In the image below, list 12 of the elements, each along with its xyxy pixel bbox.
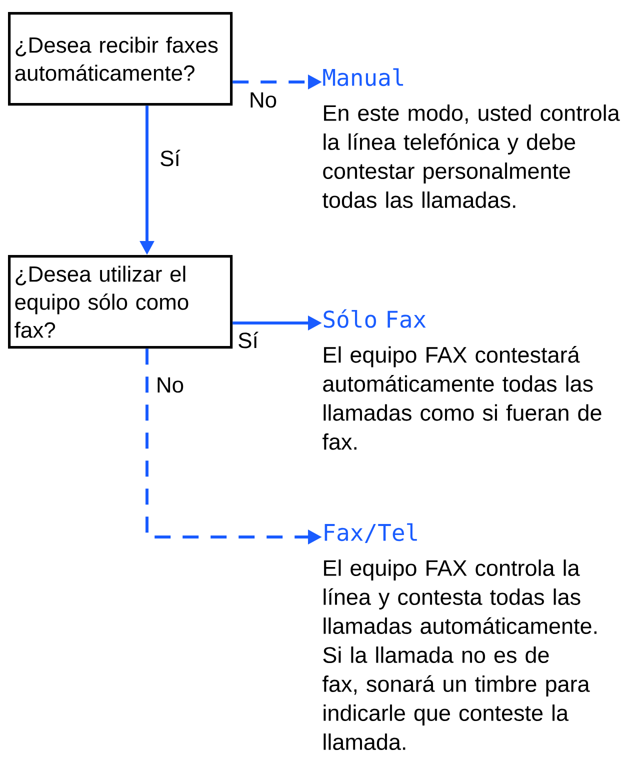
question-box: ¿Desea utilizar el equipo sólo como fax?	[8, 255, 233, 349]
mode-heading: Manual	[323, 68, 404, 86]
edge-label: No	[248, 91, 278, 109]
edge-label: No	[154, 376, 186, 394]
edge-label: Sí	[236, 330, 260, 350]
edge-label: Sí	[158, 148, 182, 168]
mode-heading: Sólo Fax	[324, 309, 426, 328]
mode-description: El equipo FAX contestará automáticamente todas las llamadas como si fueran de fax.	[322, 346, 602, 450]
mode-heading: Fax/Tel	[324, 523, 417, 543]
question-box: ¿Desea recibir faxes automáticamente?	[8, 12, 233, 106]
mode-description: En este modo, usted controla la línea telefónica y debe contestar personalmente todas las llamadas.	[322, 104, 620, 208]
mode-description: El equipo FAX controla la línea y contesta todas las llamadas automáticamente. Si la llamada no es de fax, sonará un timbre para indicarle que conteste la llamada.	[322, 560, 596, 750]
